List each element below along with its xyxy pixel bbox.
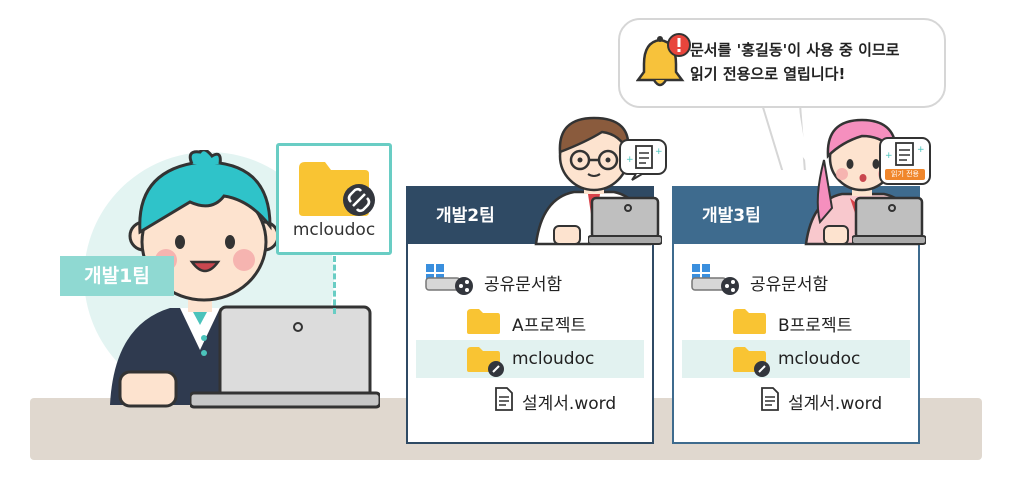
svg-text:+: + xyxy=(885,151,893,161)
team2-document-icon xyxy=(495,387,513,411)
notification-line-2: 읽기 전용으로 열립니다! xyxy=(690,65,846,83)
svg-text:+: + xyxy=(917,145,925,155)
alert-icon xyxy=(667,33,691,57)
shared-link-card[interactable]: mcloudoc xyxy=(276,143,392,255)
team2-root-label[interactable]: 공유문서함 xyxy=(484,275,563,295)
team2-folder-label[interactable]: A프로젝트 xyxy=(512,316,587,336)
team3-folder-label[interactable]: B프로젝트 xyxy=(778,316,853,336)
svg-text:+: + xyxy=(626,155,634,165)
team3-folder-icon xyxy=(733,309,766,334)
team1-label: 개발1팀 xyxy=(60,256,174,296)
team2-shared-drive-icon xyxy=(425,264,473,295)
notification-bubble: 문서를 '홍길동'이 사용 중 이므로 읽기 전용으로 열립니다! xyxy=(618,18,946,108)
team2-shared-label[interactable]: mcloudoc xyxy=(512,349,595,369)
team2-file-label[interactable]: 설계서.word xyxy=(522,394,617,414)
team3-file-label[interactable]: 설계서.word xyxy=(788,394,883,414)
svg-text:+: + xyxy=(655,147,663,157)
team2-link-folder-icon xyxy=(467,347,504,377)
team3-shared-drive-icon xyxy=(691,264,739,295)
team2-folder-icon xyxy=(467,309,500,334)
team3-link-folder-icon xyxy=(733,347,770,377)
notification-line-1: 문서를 '홍길동'이 사용 중 이므로 xyxy=(690,41,900,59)
team3-selected-row[interactable] xyxy=(682,340,910,378)
team3-document-bubble: + + 읽기 전용 xyxy=(878,136,932,188)
shared-link-name: mcloudoc xyxy=(292,220,376,240)
bubble-tail xyxy=(760,104,808,170)
team3-laptop xyxy=(852,196,926,245)
team2-selected-row[interactable] xyxy=(416,340,644,378)
team3-root-label[interactable]: 공유문서함 xyxy=(750,275,829,295)
notification-message: 문서를 '홍길동'이 사용 중 이므로 읽기 전용으로 열립니다! xyxy=(690,38,899,86)
read-only-badge: 읽기 전용 xyxy=(885,169,925,180)
bell-icon xyxy=(636,36,685,87)
team2-document-bubble: + + xyxy=(619,139,667,181)
link-folder-icon xyxy=(299,162,375,216)
team1-laptop xyxy=(190,305,380,409)
team3-shared-label[interactable]: mcloudoc xyxy=(778,349,861,369)
team3-document-icon xyxy=(761,387,779,411)
team2-laptop xyxy=(588,196,662,245)
link-connector xyxy=(333,256,336,314)
read-only-document-icon: + + xyxy=(879,137,931,185)
